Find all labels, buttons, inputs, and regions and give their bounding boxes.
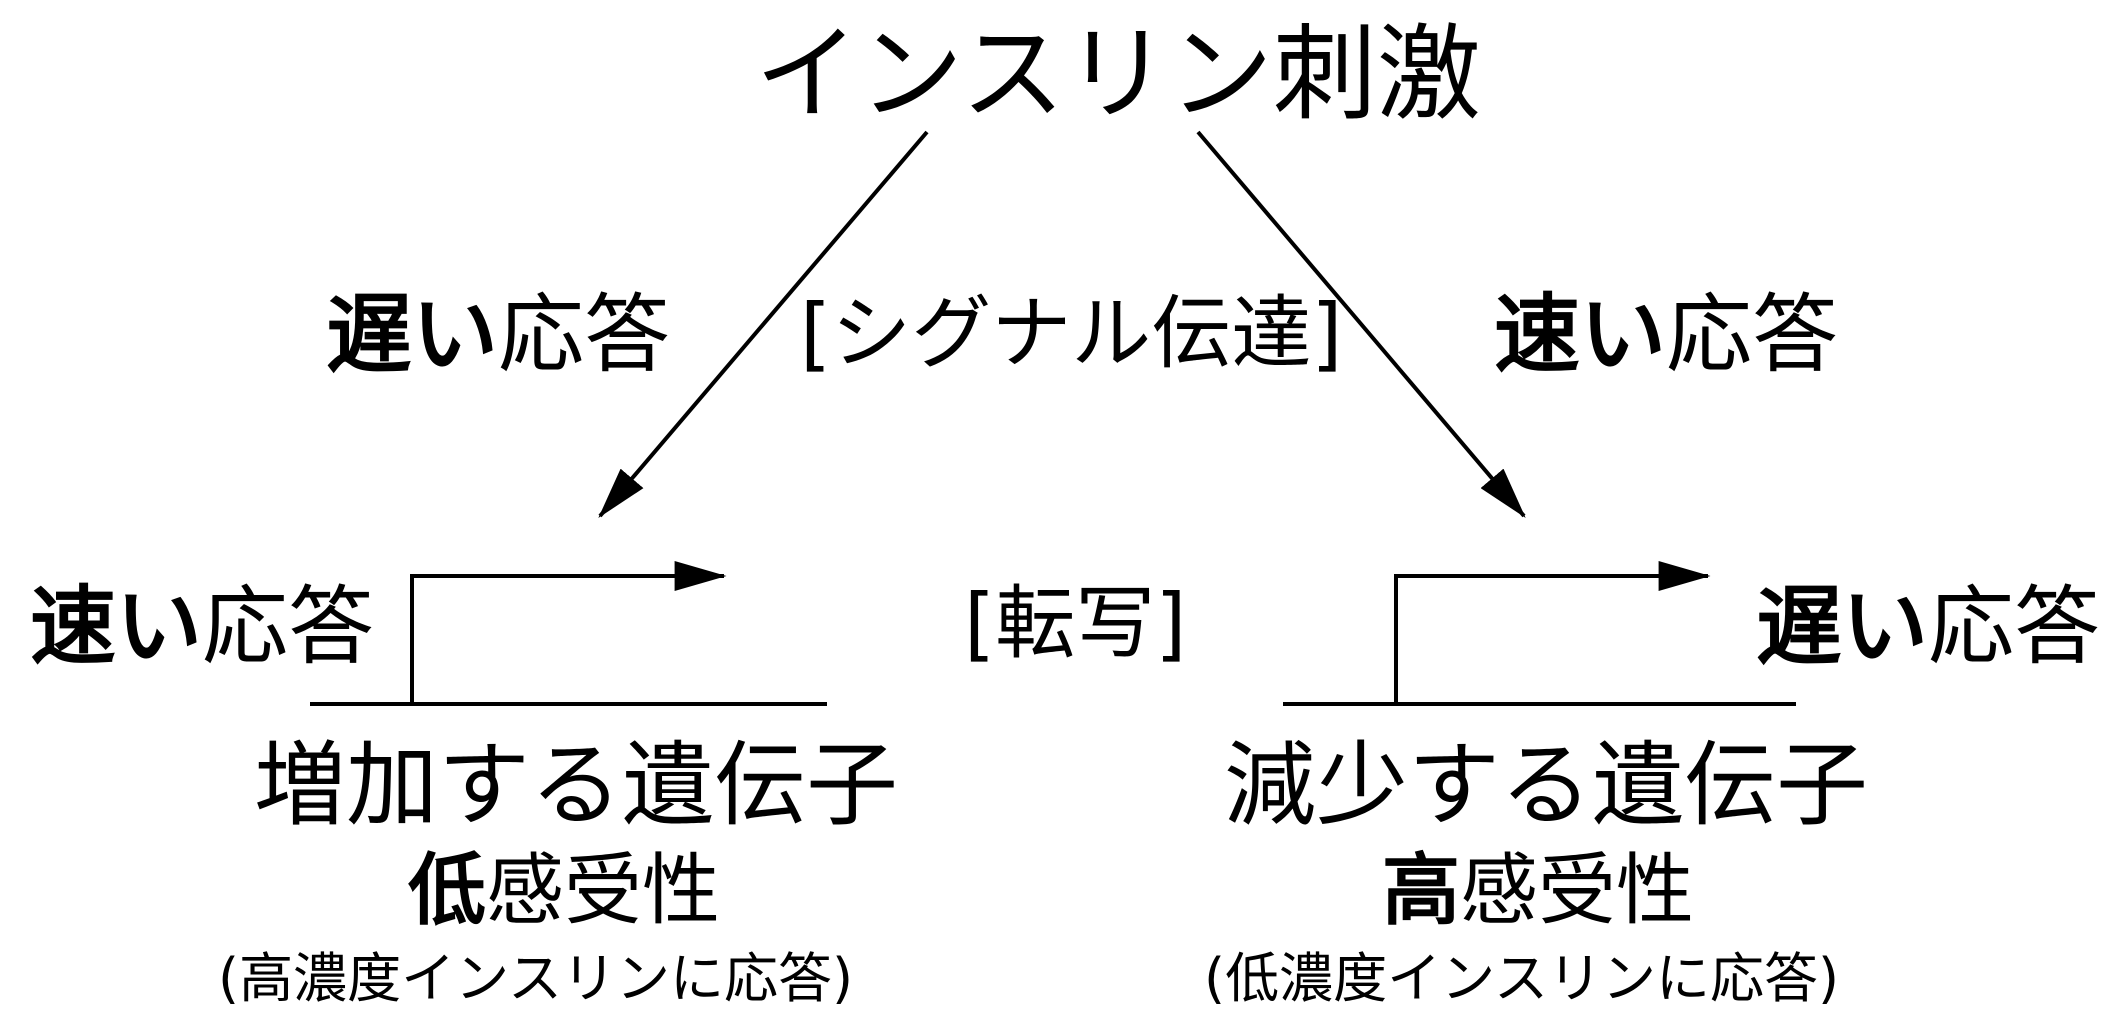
right-gene-note: (低濃度インスリンに応答): [1204, 947, 1840, 1010]
left-arrow-response-label: 遅い応答: [326, 292, 670, 378]
left-gene-sensitivity: 低感受性: [408, 852, 720, 930]
left-gene-note: (高濃度インスリンに応答): [218, 947, 854, 1010]
transcription-label: [転写]: [964, 577, 1187, 670]
right-gene-sensitivity-level: 高: [1382, 846, 1461, 936]
signal-transduction-label: [シグナル伝達]: [800, 287, 1343, 380]
left-gene-sensitivity-suffix: 感受性: [486, 846, 721, 936]
right-gene-name: 減少する遺伝子: [1224, 732, 1869, 839]
right-gene-sensitivity: 高感受性: [1382, 852, 1694, 930]
signal-arrow-left: [598, 130, 929, 518]
right-gene-response-speed: 遅い: [1756, 577, 1928, 677]
diagram-title: インスリン刺激: [755, 13, 1481, 135]
right-gene-sensitivity-suffix: 感受性: [1460, 846, 1695, 936]
left-gene-name: 増加する遺伝子: [254, 732, 899, 839]
left-gene-response-suffix: 応答: [202, 577, 374, 677]
right-arrow-response-label: 速い応答: [1494, 292, 1838, 378]
left-arrow-response-suffix: 応答: [498, 285, 670, 385]
left-gene-response-speed: 速い: [30, 577, 202, 677]
right-arrow-response-suffix: 応答: [1666, 285, 1838, 385]
left-promoter-arrow: [410, 561, 727, 704]
left-gene-sensitivity-level: 低: [408, 846, 487, 936]
right-promoter-arrow: [1394, 561, 1711, 704]
left-arrow-response-speed: 遅い: [326, 285, 498, 385]
left-gene-response-label: 速い応答: [30, 584, 374, 670]
right-arrow-response-speed: 速い: [1494, 285, 1666, 385]
right-gene-response-suffix: 応答: [1928, 577, 2100, 677]
signal-arrow-right: [1196, 130, 1526, 518]
right-gene-response-label: 遅い応答: [1756, 584, 2100, 670]
